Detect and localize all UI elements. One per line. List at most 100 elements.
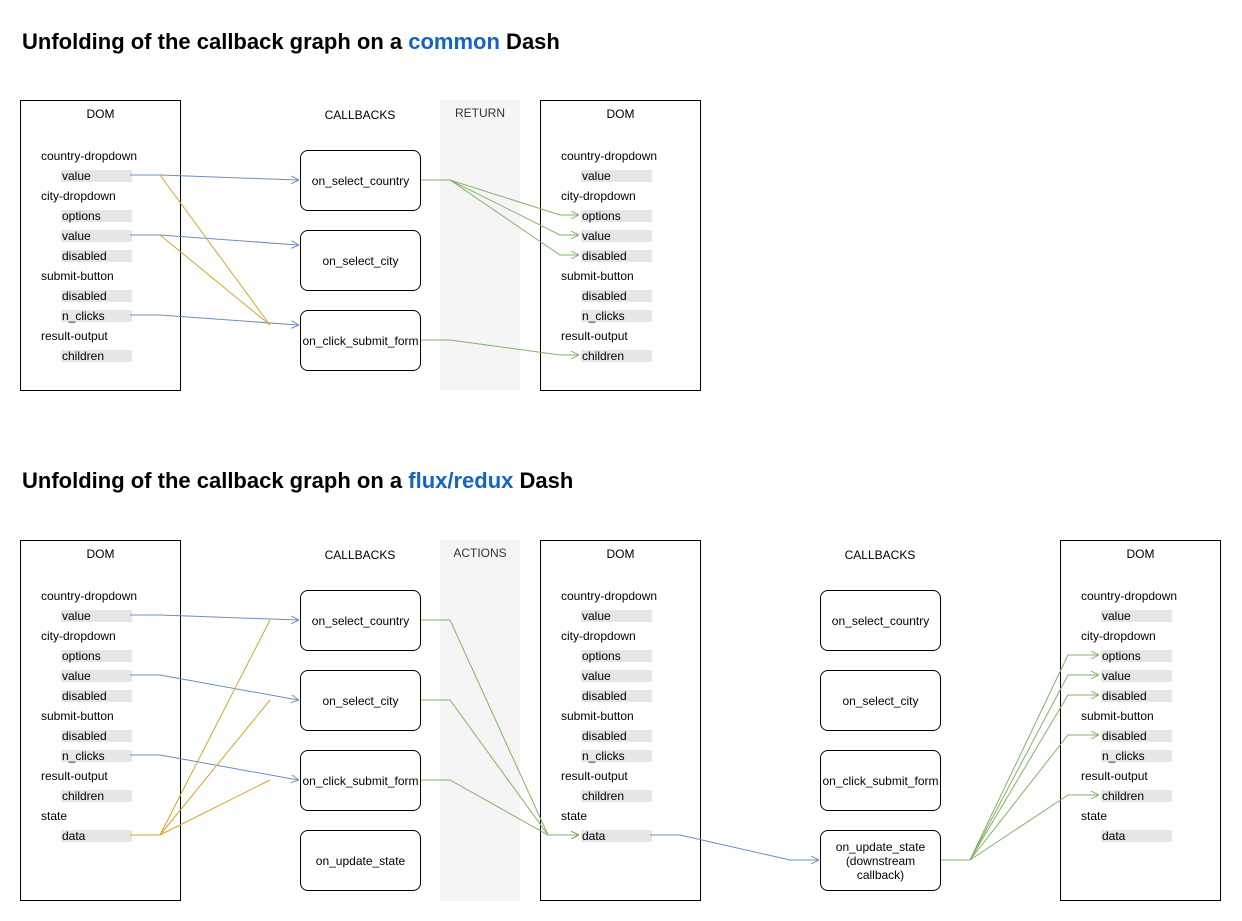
input-edge [650,834,818,860]
dom-box-middle: DOM country-dropdown value city-dropdown opt… [540,540,701,901]
band-label: RETURN [455,106,505,120]
component-label: submit-button [561,709,634,723]
prop-disabled: disabled [581,250,652,262]
output-edge [421,179,578,255]
prop-value: value [1101,670,1172,682]
dom-title: DOM [606,547,635,561]
state-edge [159,234,271,326]
callback-on-select-country[interactable]: on_select_country [820,590,941,651]
component-label: country-dropdown [561,589,658,603]
input-edge [130,614,298,620]
prop-data: data [61,830,132,842]
title-suffix: Dash [499,29,560,54]
prop-value: value [581,170,652,182]
prop-children: children [61,350,132,362]
component-label: state [41,809,68,823]
callbacks-header-2: CALLBACKS [844,548,916,562]
prop-value: value [581,670,652,682]
prop-children: children [1101,790,1172,802]
callback-on-select-city[interactable]: on_select_city [300,670,421,731]
band-label: ACTIONS [453,546,507,560]
input-edge [130,174,298,180]
prop-options: options [581,210,652,222]
input-edge [130,754,298,780]
prop-data: data [581,830,652,842]
prop-data: data [1101,830,1172,842]
output-edge [421,339,578,355]
callback-on-update-state[interactable]: on_update_state [300,830,421,891]
state-edge [159,699,271,836]
output-edge [421,619,578,835]
callback-on-select-country[interactable]: on_select_country [300,590,421,651]
component-label: state [561,809,588,823]
component-label: city-dropdown [561,189,636,203]
prop-options: options [61,650,132,662]
title-suffix: Dash [513,468,574,493]
callback-on-select-city[interactable]: on_select_city [300,230,421,291]
dom-title: DOM [86,107,115,121]
title-prefix: Unfolding of the callback graph on a [22,29,409,54]
state-edge [159,779,271,836]
prop-n-clicks: n_clicks [61,310,132,322]
prop-n-clicks: n_clicks [61,750,132,762]
flux-redux-dash-diagram: ACTIONS CALLBACKS CALLBACKS DOM country-d… [0,440,1242,901]
output-edge [941,675,1098,861]
component-label: submit-button [41,709,114,723]
callback-on-click-submit-form[interactable]: on_click_submit_form [300,750,421,811]
component-label: submit-button [41,269,114,283]
component-label: result-output [561,769,628,783]
return-band: RETURN [440,100,520,390]
callback-on-click-submit-form[interactable]: on_click_submit_form [820,750,941,811]
title-accent: common [408,29,500,54]
callback-on-select-city[interactable]: on_select_city [820,670,941,731]
prop-disabled: disabled [581,290,652,302]
edges-layer [130,614,1242,880]
prop-disabled: disabled [581,730,652,742]
component-label: city-dropdown [41,629,116,643]
callback-on-update-state[interactable]: on_update_state (downstream callback) [820,830,941,891]
prop-children: children [581,350,652,362]
dom-title: DOM [1126,547,1155,561]
prop-value: value [1101,610,1172,622]
component-label: submit-button [1081,709,1154,723]
output-edge [941,735,1098,861]
dom-title: DOM [86,547,115,561]
prop-disabled: disabled [1101,730,1172,742]
actions-band: ACTIONS [440,540,520,901]
prop-children: children [581,790,652,802]
component-label: country-dropdown [41,149,138,163]
prop-value: value [581,610,652,622]
callbacks-header: CALLBACKS [324,548,396,562]
prop-disabled: disabled [61,290,132,302]
callback-on-select-country[interactable]: on_select_country [300,150,421,211]
state-edge [159,619,271,836]
component-label: result-output [41,329,108,343]
component-label: city-dropdown [41,189,116,203]
prop-options: options [581,650,652,662]
title-prefix: Unfolding of the callback graph on a [22,468,409,493]
prop-disabled: disabled [1101,690,1172,702]
component-label: city-dropdown [561,629,636,643]
prop-n-clicks: n_clicks [581,310,652,322]
prop-value: value [61,670,132,682]
component-label: result-output [1081,769,1148,783]
prop-disabled: disabled [61,730,132,742]
callback-on-click-submit-form[interactable]: on_click_submit_form [300,310,421,371]
output-edge [941,795,1098,861]
component-label: state [1081,809,1108,823]
prop-value: value [581,230,652,242]
edges-layer [130,174,1242,440]
prop-n-clicks: n_clicks [1101,750,1172,762]
output-edge [421,699,578,835]
component-label: city-dropdown [1081,629,1156,643]
component-label: submit-button [561,269,634,283]
diagram2-title: Unfolding of the callback graph on a flu… [22,468,573,494]
output-edge [941,655,1098,861]
output-edge [941,695,1098,861]
prop-disabled: disabled [61,250,132,262]
input-edge [130,314,298,325]
